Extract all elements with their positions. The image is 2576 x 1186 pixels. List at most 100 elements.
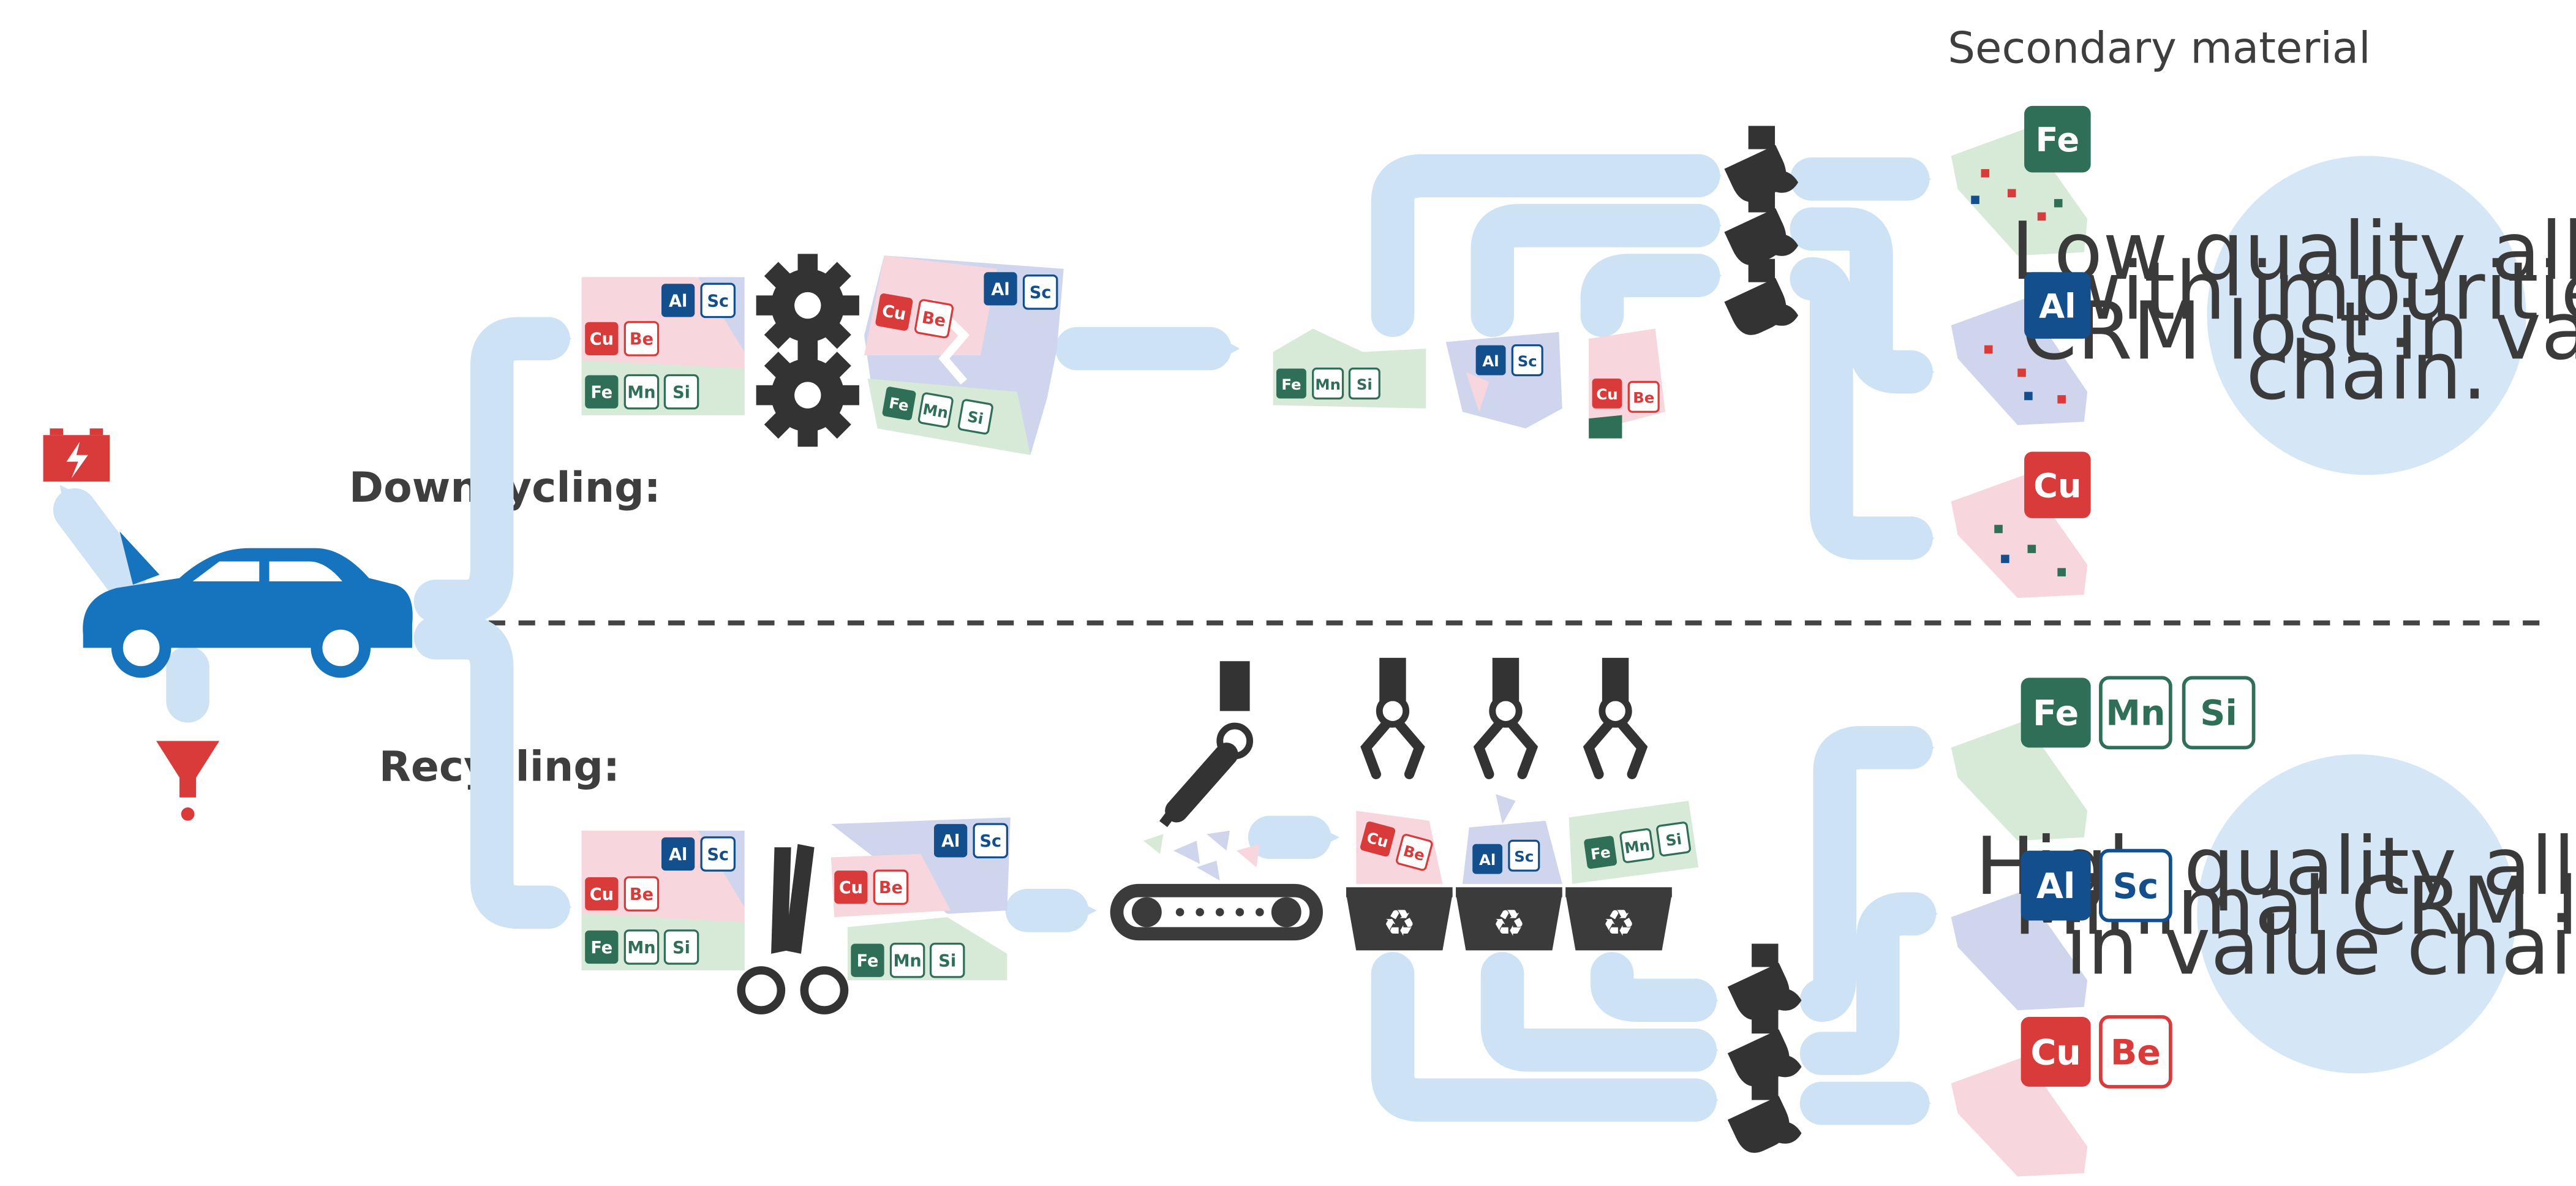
note-circle-recycle (2197, 754, 2517, 1074)
element-tile-al: Al (2024, 272, 2091, 339)
element-symbol: Fe (2036, 121, 2080, 159)
element-tile-mn: Mn (623, 374, 660, 410)
element-symbol: Be (630, 885, 653, 904)
element-symbol: Cu (881, 301, 908, 324)
element-symbol: Cu (2030, 1032, 2081, 1073)
element-symbol: Be (630, 330, 653, 349)
element-symbol: Sc (2113, 866, 2159, 907)
element-symbol: Mn (627, 383, 655, 402)
scissors-icon (737, 844, 849, 1014)
element-tile-mn: Mn (917, 392, 954, 428)
element-symbol: Si (1665, 830, 1683, 850)
element-symbol: Al (1482, 352, 1499, 370)
element-tile-al: Al (1475, 345, 1506, 376)
element-tile-si: Si (1348, 368, 1380, 400)
note-down-line-2: with impurities. (2057, 244, 2576, 338)
flow-arrows (53, 154, 1938, 1125)
gripper-icon (1366, 658, 1642, 774)
element-symbol: Cu (2033, 466, 2081, 505)
car-icon (83, 531, 413, 678)
robot-arm-icon (1159, 661, 1254, 828)
element-symbol: Mn (1315, 376, 1341, 393)
element-symbol: Al (669, 845, 687, 864)
conveyor-icon (1110, 883, 1323, 941)
element-tile-mn: Mn (889, 942, 925, 978)
element-tile-cu: Cu (875, 293, 913, 331)
element-tile-mn: Mn (1312, 368, 1344, 400)
element-tile-si: Si (957, 399, 993, 435)
element-tile-fe: Fe (2024, 105, 2091, 173)
element-tile-sc: Sc (1508, 839, 1540, 872)
element-tile-si: Si (663, 929, 699, 965)
note-circle-down (2207, 156, 2526, 475)
element-symbol: Sc (707, 292, 729, 311)
element-tile-be: Be (914, 299, 954, 339)
element-tile-be: Be (623, 321, 660, 357)
element-tile-sc: Sc (973, 823, 1009, 859)
note-down-line-4: chain. (2246, 325, 2487, 418)
oil-funnel-icon (156, 741, 220, 821)
element-symbol: Si (966, 407, 985, 428)
element-tile-be: Be (873, 869, 909, 905)
ingot-icon (1951, 129, 2088, 599)
element-tile-be: Be (2099, 1015, 2172, 1089)
falling-pieces (1143, 831, 1260, 881)
element-symbol: Mn (921, 400, 949, 422)
element-symbol: Cu (590, 885, 614, 904)
element-symbol: Sc (1514, 848, 1534, 866)
battery-icon (43, 428, 110, 482)
element-tile-al: Al (984, 272, 1017, 306)
gear-icon (756, 254, 859, 447)
element-symbol: Sc (979, 832, 1001, 851)
element-symbol: Al (1479, 851, 1496, 869)
element-symbol: Mn (2106, 693, 2165, 734)
element-tile-fe: Fe (585, 375, 619, 409)
note-down-line-1: Low quality alloys (2011, 205, 2576, 298)
element-tile-fe: Fe (1276, 368, 1306, 399)
ladle-icon-recycle (1727, 943, 1802, 1159)
element-tile-al: Al (934, 824, 968, 858)
element-tile-sc: Sc (1511, 344, 1543, 377)
element-tile-si: Si (929, 942, 965, 978)
element-tile-al: Al (661, 837, 695, 871)
element-symbol: Sc (1518, 352, 1537, 370)
element-symbol: Al (2039, 287, 2076, 325)
element-tile-be: Be (623, 876, 660, 912)
element-tile-cu: Cu (1360, 822, 1396, 857)
element-symbol: Al (669, 292, 687, 311)
element-tile-be: Be (1396, 834, 1433, 871)
element-tile-al: Al (661, 284, 695, 317)
element-tile-cu: Cu (1592, 378, 1622, 409)
element-symbol: Cu (1596, 385, 1618, 403)
element-symbol: Al (941, 832, 960, 851)
element-tile-mn: Mn (1619, 828, 1655, 863)
element-symbol: Be (1633, 389, 1654, 407)
element-symbol: Fe (1281, 376, 1301, 393)
element-symbol: Fe (590, 383, 612, 402)
element-symbol: Si (1357, 376, 1373, 393)
element-symbol: Si (672, 383, 690, 402)
element-tile-cu: Cu (2024, 451, 2091, 518)
element-symbol: Cu (839, 878, 863, 897)
element-tile-si: Si (1656, 822, 1691, 857)
element-symbol: Be (879, 878, 903, 897)
element-tile-fe: Fe (1584, 836, 1617, 869)
recycle-bin-icon (1346, 887, 1672, 951)
element-symbol: Be (921, 308, 947, 331)
element-symbol: Sc (707, 845, 729, 864)
element-tile-sc: Sc (1022, 274, 1058, 310)
element-symbol: Mn (627, 939, 655, 957)
element-tile-fe: Fe (851, 943, 884, 977)
ingot-icon-recycle (1951, 720, 2088, 1177)
element-symbol: Si (938, 952, 956, 971)
element-tile-cu: Cu (585, 322, 619, 355)
ladle-icon (1724, 126, 1799, 341)
element-symbol: Fe (1589, 843, 1611, 863)
element-symbol: Mn (893, 952, 921, 971)
element-symbol: Fe (887, 394, 910, 415)
element-symbol: Al (991, 280, 1009, 299)
element-tile-sc: Sc (2099, 848, 2172, 923)
element-tile-mn: Mn (2099, 676, 2172, 750)
